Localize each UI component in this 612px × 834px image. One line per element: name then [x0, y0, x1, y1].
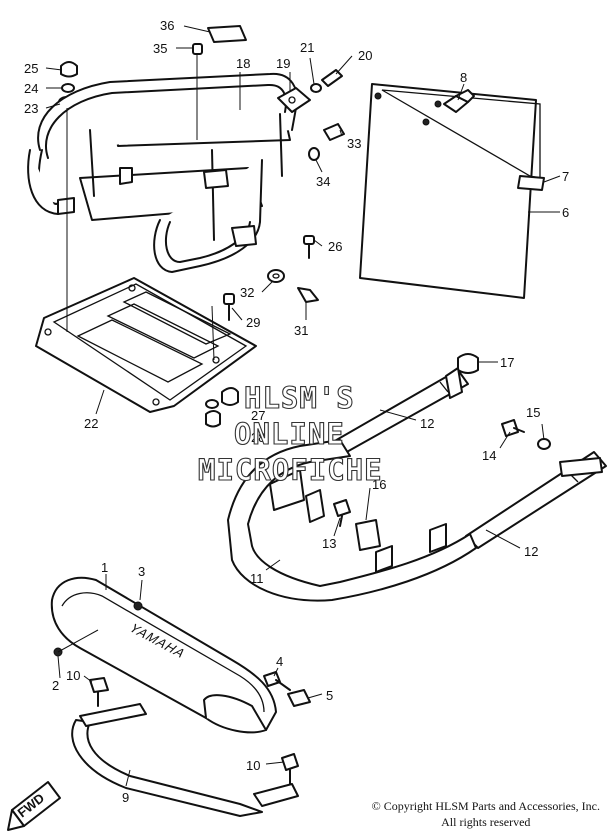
part-1-front-bumper [50, 576, 277, 734]
callout-12-lower: 12 [524, 544, 538, 559]
part-22-skid-plate [35, 277, 257, 413]
fwd-arrow [7, 781, 61, 831]
part-6-plate [359, 83, 541, 299]
callout-21: 21 [300, 40, 314, 55]
part-35-screw [192, 43, 203, 55]
part-24-washer [61, 83, 75, 93]
part-34-washer [308, 147, 320, 161]
callout-12-upper: 12 [420, 416, 434, 431]
part-15-nut [537, 438, 551, 450]
part-8-license-light [443, 89, 475, 113]
part-13-bolt [333, 499, 351, 527]
callout-27: 27 [251, 408, 265, 423]
callout-20: 20 [358, 48, 372, 63]
callout-3: 3 [138, 564, 145, 579]
part-36-label [207, 25, 247, 43]
part-7-bracket [517, 175, 545, 191]
part-27-damper [205, 387, 239, 409]
part-10-bolt-upper [89, 677, 109, 707]
part-17-end-cap [457, 353, 479, 374]
callout-7: 7 [562, 169, 569, 184]
part-33-bolt [323, 123, 345, 141]
part-20-bolt [321, 69, 343, 87]
callout-36: 36 [160, 18, 174, 33]
callout-33: 33 [347, 136, 361, 151]
callout-10-upper: 10 [66, 668, 80, 683]
callout-19: 19 [276, 56, 290, 71]
callout-26: 26 [328, 239, 342, 254]
part-31-bolt [297, 287, 319, 303]
leader-lines [45, 25, 561, 787]
callout-32: 32 [240, 285, 254, 300]
callout-17: 17 [500, 355, 514, 370]
part-32-washer [267, 269, 285, 283]
part-14-bolt [501, 419, 525, 437]
watermark: HLSM'S ONLINE MICROFICHE [197, 380, 383, 487]
callout-15: 15 [526, 405, 540, 420]
callout-34: 34 [316, 174, 330, 189]
callout-5: 5 [326, 688, 333, 703]
part-25-cap-nut [60, 61, 78, 78]
part-29-bolt [223, 293, 235, 321]
callout-13: 13 [322, 536, 336, 551]
part-18-rear-carrier [27, 72, 298, 273]
callout-numbers: 36 35 25 24 23 18 19 21 20 8 33 34 7 6 2… [24, 18, 569, 805]
callout-10-lower: 10 [246, 758, 260, 773]
part-9-guard-bar [71, 703, 299, 817]
part-16-bracket [305, 489, 381, 551]
part-10-bolt-lower [281, 753, 299, 785]
callout-23: 23 [24, 101, 38, 116]
callout-24: 24 [24, 81, 38, 96]
callout-31: 31 [294, 323, 308, 338]
callout-29: 29 [246, 315, 260, 330]
watermark-line-3: MICROFICHE [198, 453, 383, 487]
copyright-line-1: © Copyright HLSM Parts and Accessories, … [371, 799, 600, 813]
callout-14: 14 [482, 448, 496, 463]
part-11-front-guard [227, 367, 603, 602]
callout-9: 9 [122, 790, 129, 805]
part-21-washer [310, 83, 322, 93]
part-28-damper [205, 410, 221, 428]
watermark-line-1: HLSM'S [244, 381, 355, 415]
watermark-line-2: ONLINE [234, 417, 345, 451]
callout-8: 8 [460, 70, 467, 85]
part-5-clip [287, 689, 311, 707]
callout-6: 6 [562, 205, 569, 220]
callout-25: 25 [24, 61, 38, 76]
callout-11: 11 [250, 571, 264, 586]
callout-18: 18 [236, 56, 250, 71]
part-4-bolt [263, 671, 291, 691]
copyright-notice: © Copyright HLSM Parts and Accessories, … [372, 798, 600, 830]
callout-28: 28 [251, 430, 265, 445]
callout-2: 2 [52, 678, 59, 693]
callout-16: 16 [372, 477, 386, 492]
callout-22: 22 [84, 416, 98, 431]
callout-4: 4 [276, 654, 283, 669]
callout-35: 35 [153, 41, 167, 56]
part-26-bolt [303, 235, 315, 259]
copyright-line-2: All rights reserved [441, 815, 531, 829]
callout-1: 1 [101, 560, 108, 575]
